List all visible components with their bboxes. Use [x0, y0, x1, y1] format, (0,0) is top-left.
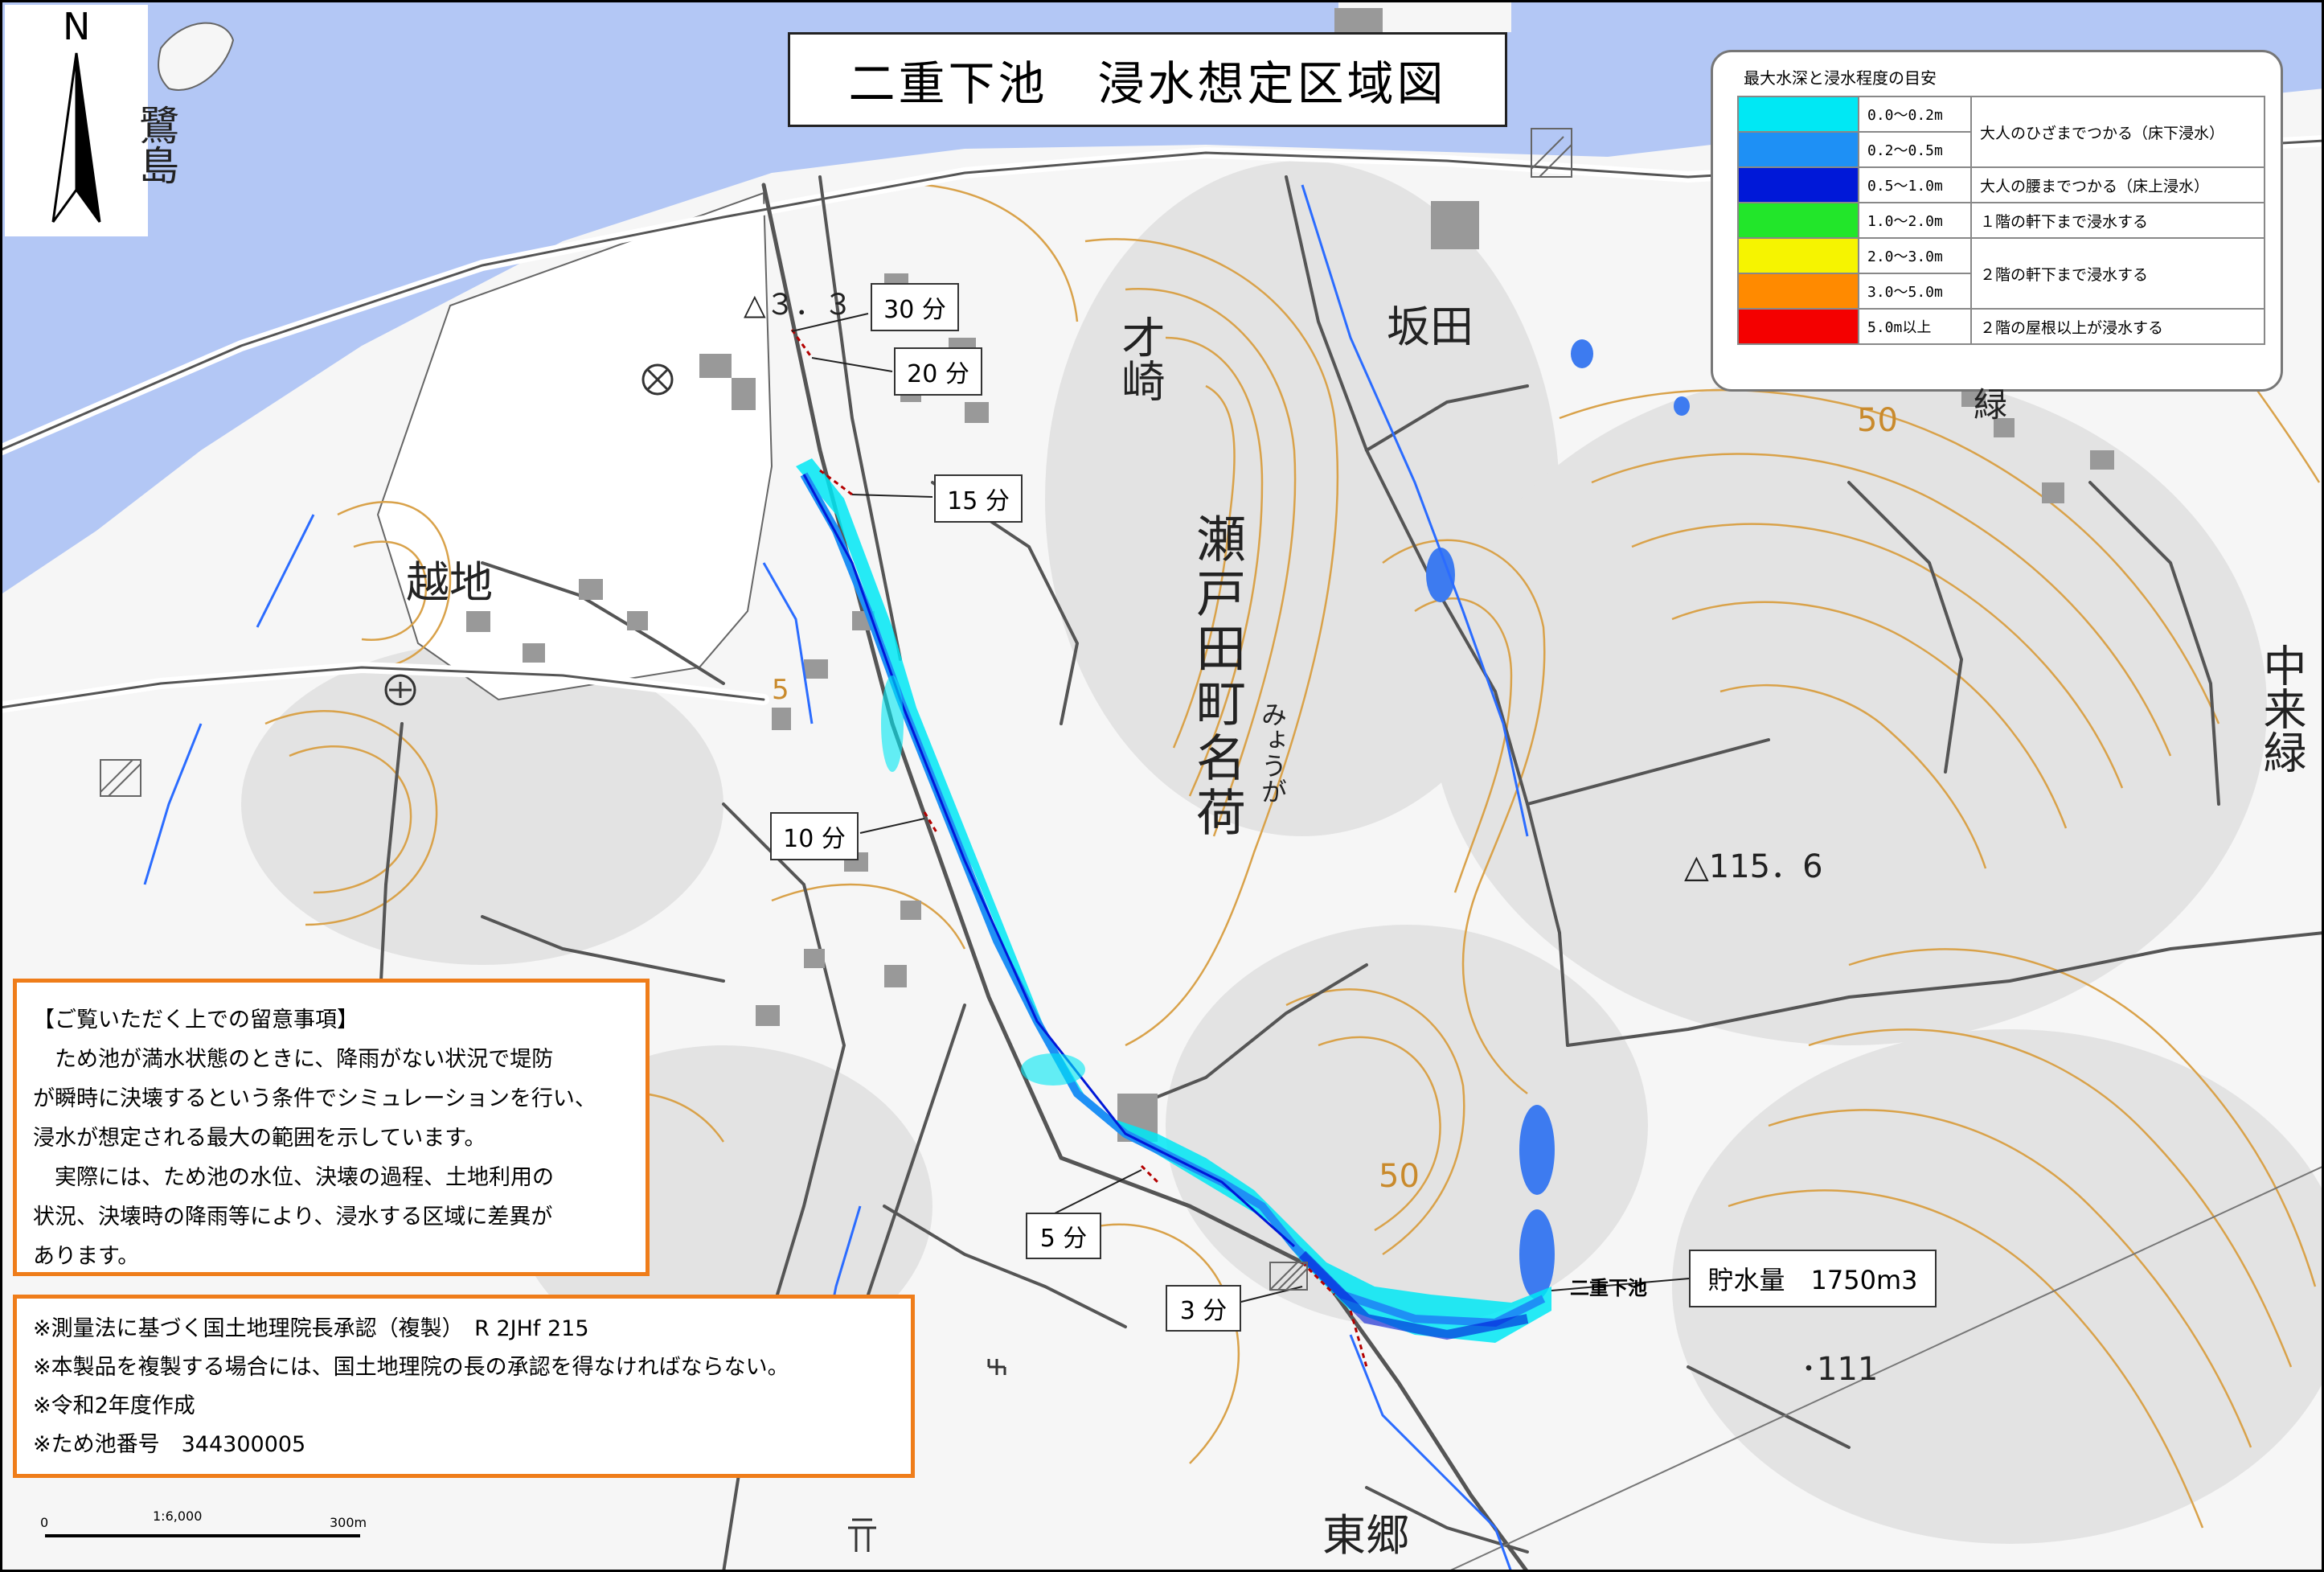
elevation-point: △115．6 [1684, 848, 1823, 885]
legend-range: 2.0～3.0m [1858, 237, 1972, 274]
north-arrow-icon [51, 52, 101, 223]
approval-panel: ※測量法に基づく国土地理院長承認（複製） R 2JHf 215 ※本製品を複製す… [13, 1295, 915, 1478]
approval-line: ※本製品を複製する場合には、国土地理院の長の承認を得なければならない。 [33, 1355, 789, 1380]
place-name-right-edge: 緑 [1974, 385, 2008, 425]
hatched-areas [100, 128, 1572, 1291]
legend-table: 0.0～0.2m 大人のひざまでつかる（床下浸水） 0.2～0.5m 0.5～1… [1737, 96, 2265, 345]
scale-max: 300m [330, 1515, 367, 1530]
scale-bar: 1:6,000 0 300m [40, 1504, 367, 1552]
legend-swatch [1737, 96, 1859, 133]
notes-line: 実際には、ため池の水位、決壊の過程、土地利用の [33, 1165, 554, 1190]
callout-arrows [791, 313, 1690, 1303]
arrival-time-30: 30 分 [871, 283, 959, 331]
river-lines [143, 184, 1529, 1572]
legend-swatch [1737, 202, 1859, 239]
contour-label: 50 [1379, 1158, 1420, 1195]
place-name-island: 鷺島 [133, 105, 179, 185]
legend-swatch [1737, 131, 1859, 168]
notes-line: 浸水が想定される最大の範囲を示しています。 [33, 1126, 486, 1151]
legend-row: 0.2～0.5m [1737, 131, 2265, 168]
legend-swatch [1737, 237, 1859, 274]
arrival-time-20: 20 分 [894, 347, 982, 396]
legend-description: １階の軒下まで浸水する [1970, 202, 2265, 239]
arrival-time-5: 5 分 [1026, 1213, 1101, 1259]
place-name-saizaki: 才崎 [1114, 315, 1165, 402]
legend-range: 0.2～0.5m [1858, 131, 1972, 168]
notes-heading: 【ご覧いただく上での留意事項】 [33, 1008, 359, 1032]
flood-inundation-area [796, 458, 1551, 1343]
legend-range: 0.5～1.0m [1858, 166, 1972, 203]
map-title: 二重下池 浸水想定区域図 [788, 32, 1507, 127]
place-name-sakata: 坂田 [1387, 302, 1474, 352]
approval-line: ※ため池番号 344300005 [33, 1432, 306, 1457]
legend-row: 5.0m以上 ２階の屋根以上が浸水する [1737, 308, 2265, 345]
legend-swatch [1737, 308, 1859, 345]
legend-range: 1.0～2.0m [1858, 202, 1972, 239]
approval-line: ※令和2年度作成 [33, 1393, 195, 1418]
legend-description: 大人のひざまでつかる（床下浸水） [1970, 96, 2265, 168]
place-name-myoga-kana: みょうが [1257, 701, 1288, 804]
legend-row: 0.0～0.2m 大人のひざまでつかる（床下浸水） [1737, 96, 2265, 168]
contour-label: 5 [772, 674, 789, 706]
arrival-time-10: 10 分 [770, 812, 859, 860]
legend-row: 3.0～5.0m [1737, 273, 2265, 310]
place-name-higashigo: 東郷 [1322, 1510, 1409, 1561]
legend-swatch [1737, 273, 1859, 310]
place-name-nakakuroku: 中来緑 [2256, 643, 2306, 774]
notes-line: が瞬時に決壊するという条件でシミュレーションを行い、 [33, 1086, 596, 1111]
pond-name: 二重下池 [1570, 1277, 1647, 1299]
elevation-point: △３．３ [744, 289, 853, 322]
storage-volume: 貯水量 1750m3 [1689, 1250, 1937, 1307]
notes-panel: 【ご覧いただく上での留意事項】 ため池が満水状態のときに、降雨がない状況で堤防 … [13, 979, 650, 1276]
legend-row: 2.0～3.0m ２階の軒下まで浸水する [1737, 237, 2265, 310]
scale-ratio: 1:6,000 [153, 1508, 203, 1524]
ponds [1426, 339, 1690, 1299]
map-symbols [384, 363, 1006, 1552]
sea-area [0, 0, 2324, 595]
elevation-point: ･111 [1801, 1351, 1879, 1388]
scale-bar-line [45, 1534, 360, 1537]
legend-swatch [1737, 166, 1859, 203]
legend-description: ２階の軒下まで浸水する [1970, 237, 2265, 310]
legend-description: ２階の屋根以上が浸水する [1970, 308, 2265, 345]
legend-description: 大人の腰までつかる（床上浸水） [1970, 166, 2265, 203]
north-arrow: N [5, 5, 148, 236]
scale-zero: 0 [40, 1515, 49, 1530]
legend-row: 1.0～2.0m １階の軒下まで浸水する [1737, 202, 2265, 239]
legend-title: 最大水深と浸水程度の目安 [1744, 68, 1937, 88]
arrival-time-15: 15 分 [934, 474, 1023, 523]
approval-line: ※測量法に基づく国土地理院長承認（複製） R 2JHf 215 [33, 1316, 589, 1341]
legend-panel: 最大水深と浸水程度の目安 0.0～0.2m 大人のひざまでつかる（床下浸水） 0… [1711, 50, 2283, 392]
contour-label: 50 [1857, 402, 1898, 439]
legend-range: 5.0m以上 [1858, 308, 1972, 345]
notes-line: あります。 [33, 1244, 140, 1269]
place-name-koshiji: 越地 [406, 557, 493, 608]
north-label: N [63, 5, 91, 48]
legend-row: 0.5～1.0m 大人の腰までつかる（床上浸水） [1737, 166, 2265, 203]
arrival-time-3: 3 分 [1166, 1285, 1241, 1332]
legend-range: 3.0～5.0m [1858, 273, 1972, 310]
notes-line: ため池が満水状態のときに、降雨がない状況で堤防 [33, 1047, 554, 1072]
notes-line: 状況、決壊時の降雨等により、浸水する区域に差異が [33, 1205, 553, 1229]
place-name-setoda-myoga: 瀬戸田町名荷 [1187, 513, 1246, 841]
legend-range: 0.0～0.2m [1858, 96, 1972, 133]
arrival-time-fronts [790, 329, 1368, 1368]
